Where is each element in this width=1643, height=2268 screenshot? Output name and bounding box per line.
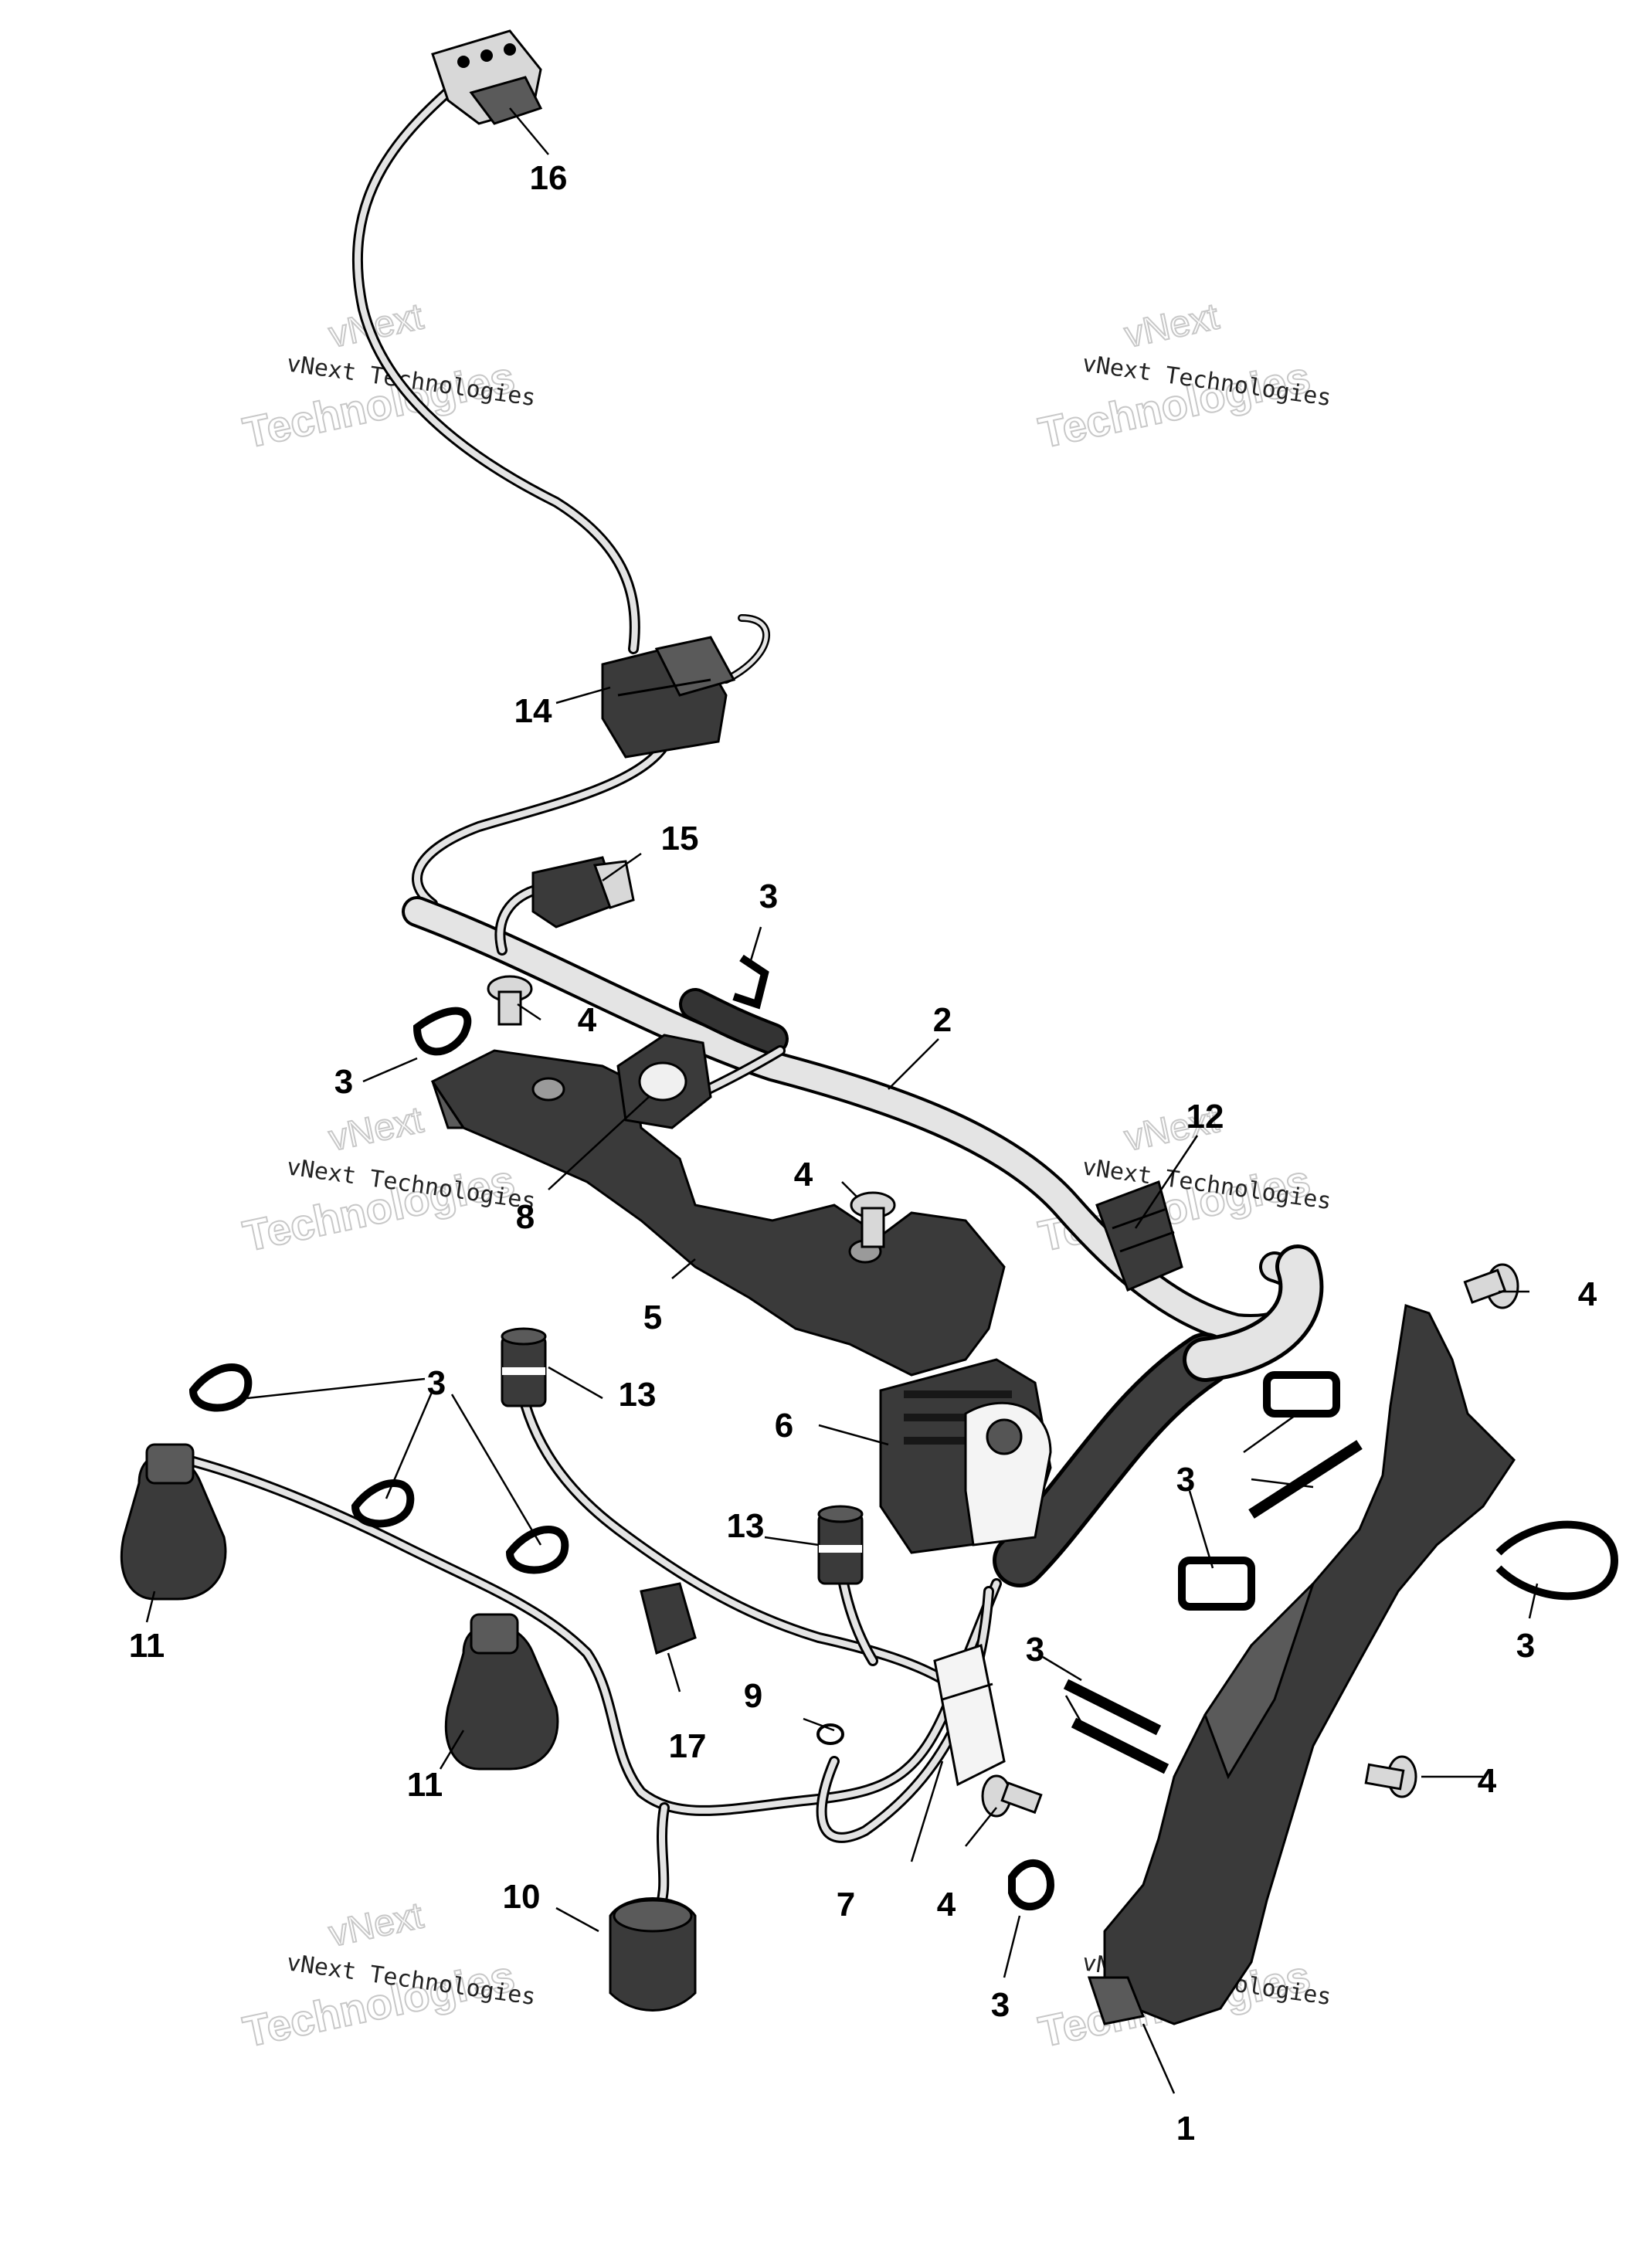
watermark-group-top-right: vNext Technologies vNext Technologies xyxy=(1034,295,1332,457)
callout-2: 2 xyxy=(933,1001,952,1039)
connector-10 xyxy=(609,1897,697,2012)
sensor-13-b xyxy=(817,1505,864,1585)
callout-7: 7 xyxy=(837,1886,855,1923)
callout-3-bottom: 3 xyxy=(991,1986,1010,2024)
watermark-group-bottom-left: vNext Technologies vNext Technologies xyxy=(238,1894,537,2056)
ring-terminal-9 xyxy=(816,1723,844,1745)
callout-4-right: 4 xyxy=(1578,1275,1597,1313)
leader-lines xyxy=(145,107,1539,2094)
callout-15: 15 xyxy=(661,820,699,857)
sensor-wire-upper xyxy=(351,80,770,909)
sensor-13-a xyxy=(501,1327,547,1407)
bolt-4-a xyxy=(487,975,533,1026)
callout-17: 17 xyxy=(669,1727,707,1765)
callout-4-top: 4 xyxy=(578,1001,597,1039)
bolt-4-c xyxy=(1463,1263,1519,1309)
callout-8: 8 xyxy=(516,1198,535,1236)
connector-15 xyxy=(531,856,635,929)
watermark-vnext: vNext xyxy=(325,1895,426,1954)
callout-11-left: 11 xyxy=(129,1627,165,1665)
sensor-connector-16 xyxy=(431,29,543,125)
bolt-4-b xyxy=(850,1191,896,1248)
callout-3-left: 3 xyxy=(334,1063,353,1101)
callout-4-lower-right: 4 xyxy=(1478,1762,1497,1800)
callout-3-right: 3 xyxy=(1176,1461,1195,1499)
callout-5: 5 xyxy=(643,1299,662,1336)
callout-13-top: 13 xyxy=(619,1376,657,1414)
callout-3-far-right: 3 xyxy=(1516,1627,1535,1665)
callout-10: 10 xyxy=(503,1878,541,1916)
callout-1: 1 xyxy=(1176,2110,1195,2147)
bolt-4-e xyxy=(981,1774,1043,1818)
callout-16: 16 xyxy=(530,159,568,197)
callout-12: 12 xyxy=(1186,1098,1224,1136)
callout-labels: 16 14 15 3 4 2 3 12 4 8 4 5 3 13 6 3 13 … xyxy=(129,159,1597,2147)
callout-13-mid: 13 xyxy=(727,1507,765,1545)
coil-boot-11-a xyxy=(120,1443,227,1601)
callout-6: 6 xyxy=(775,1407,793,1445)
callout-4-lower: 4 xyxy=(937,1886,956,1923)
callout-4-mid: 4 xyxy=(794,1156,813,1193)
callout-9: 9 xyxy=(744,1677,762,1715)
bracket-5 xyxy=(430,1049,1006,1377)
ecu-connector-6 xyxy=(879,1358,1052,1554)
callout-3-lower-left: 3 xyxy=(427,1364,446,1402)
coil-boot-11-b xyxy=(444,1613,559,1771)
callout-11-mid: 11 xyxy=(407,1766,443,1804)
connector-12 xyxy=(1095,1180,1183,1292)
callout-14: 14 xyxy=(514,692,552,730)
connector-7 xyxy=(933,1644,1006,1787)
callout-3-top: 3 xyxy=(759,878,778,915)
lower-harness xyxy=(149,1362,1002,1921)
connector-17 xyxy=(640,1582,697,1655)
bracket-1 xyxy=(1087,1304,1516,2025)
watermark-vnext: vNext xyxy=(1121,296,1222,355)
bolt-4-d xyxy=(1364,1755,1417,1798)
callout-3-center: 3 xyxy=(1026,1631,1044,1669)
watermark-vnext: vNext xyxy=(325,1099,426,1159)
connector-14 xyxy=(601,636,736,759)
